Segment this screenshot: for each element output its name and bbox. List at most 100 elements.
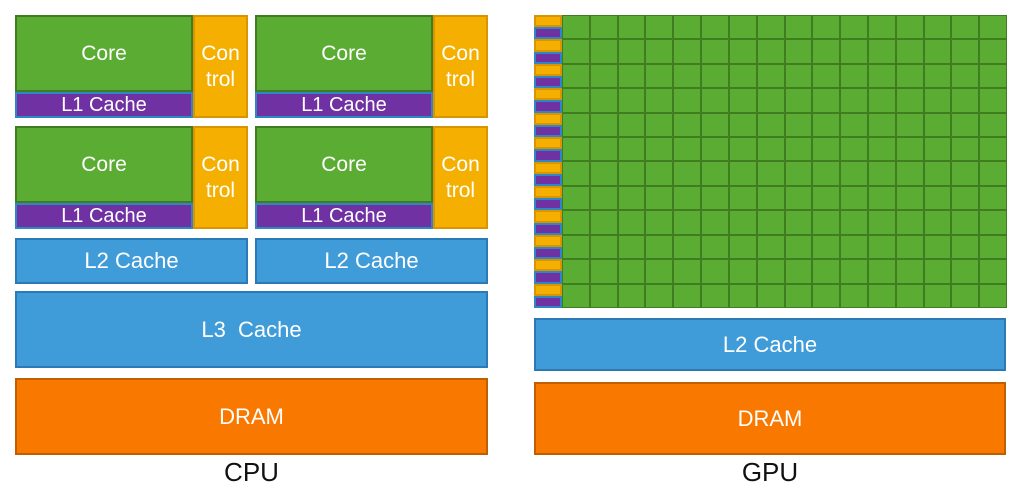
gpu-core-cell	[673, 63, 702, 89]
gpu-core-cell	[645, 88, 674, 113]
gpu-core-cell	[589, 39, 618, 64]
gpu-core-cell	[867, 39, 896, 64]
gpu-core-cell	[645, 39, 674, 64]
gpu-core-cell	[840, 210, 868, 235]
cpu-core-unit: Core Con trol L1 Cache	[255, 126, 488, 229]
gpu-control-l1-column	[534, 15, 562, 309]
gpu-core-cell	[701, 259, 729, 284]
gpu-core-cell	[728, 63, 757, 89]
gpu-core-cell	[812, 283, 841, 308]
gpu-l2-cache-block: L2 Cache	[534, 318, 1006, 371]
cpu-core-block: Core	[15, 15, 193, 92]
gpu-core-cell	[840, 63, 868, 89]
gpu-core-cell	[812, 185, 841, 211]
gpu-core-cell	[840, 234, 868, 260]
gpu-core-cell	[784, 88, 813, 113]
cpu-core-unit: Core Con trol L1 Cache	[15, 15, 248, 118]
gpu-core-cell	[951, 15, 980, 40]
gpu-l1-strip	[534, 27, 562, 40]
gpu-core-cell	[562, 234, 590, 260]
gpu-core-cell	[979, 15, 1007, 40]
cpu-control-block: Con trol	[433, 126, 488, 229]
gpu-core-cell	[728, 259, 757, 284]
gpu-l1-strip	[534, 247, 562, 260]
gpu-core-cell	[562, 112, 590, 138]
gpu-core-cell	[895, 15, 924, 40]
gpu-core-cell	[923, 234, 952, 260]
gpu-control-strip	[534, 39, 562, 52]
gpu-core-cell	[895, 185, 924, 211]
gpu-control-strip	[534, 185, 562, 199]
gpu-core-cell	[562, 137, 590, 162]
gpu-core-cell	[951, 88, 980, 113]
gpu-l1-strip	[534, 124, 562, 138]
gpu-core-cell	[562, 15, 590, 40]
gpu-core-cell	[867, 15, 896, 40]
gpu-core-cell	[895, 283, 924, 308]
gpu-core-cell	[728, 112, 757, 138]
cpu-l1-cache-block: L1 Cache	[15, 203, 193, 229]
gpu-core-cell	[562, 283, 590, 308]
gpu-control-strip	[534, 137, 562, 150]
gpu-core-cell	[756, 161, 785, 186]
gpu-core-cell	[673, 161, 702, 186]
gpu-core-cell	[951, 63, 980, 89]
gpu-core-cell	[756, 259, 785, 284]
gpu-core-cell	[867, 112, 896, 138]
gpu-control-strip	[534, 15, 562, 28]
gpu-core-cell	[617, 63, 646, 89]
gpu-strip-row	[534, 137, 562, 162]
gpu-core-cell	[645, 161, 674, 186]
gpu-core-cell	[840, 15, 868, 40]
gpu-core-cell	[589, 283, 618, 308]
gpu-core-cell	[728, 185, 757, 211]
gpu-control-strip	[534, 259, 562, 272]
gpu-core-cell	[756, 210, 785, 235]
gpu-core-cell	[784, 210, 813, 235]
gpu-core-cell	[617, 88, 646, 113]
gpu-core-cell	[923, 137, 952, 162]
gpu-core-cell	[701, 137, 729, 162]
gpu-core-cell	[784, 259, 813, 284]
gpu-core-cell	[812, 137, 841, 162]
gpu-core-cell	[673, 234, 702, 260]
gpu-core-cell	[728, 161, 757, 186]
gpu-core-cell	[701, 63, 729, 89]
gpu-core-cell	[701, 210, 729, 235]
gpu-core-cell	[701, 39, 729, 64]
gpu-strip-row	[534, 259, 562, 284]
cpu-l2-cache-block: L2 Cache	[255, 238, 488, 284]
gpu-core-cell	[979, 88, 1007, 113]
gpu-core-cell	[895, 112, 924, 138]
gpu-core-cell	[784, 112, 813, 138]
gpu-core-cell	[923, 161, 952, 186]
gpu-core-cell	[589, 259, 618, 284]
gpu-l1-strip	[534, 149, 562, 162]
gpu-core-cell	[617, 185, 646, 211]
gpu-core-cell	[617, 161, 646, 186]
cpu-l2-cache-block: L2 Cache	[15, 238, 248, 284]
gpu-core-cell	[589, 210, 618, 235]
gpu-core-cell	[645, 63, 674, 89]
gpu-core-cell	[645, 185, 674, 211]
gpu-core-cell	[951, 283, 980, 308]
gpu-core-cell	[895, 161, 924, 186]
gpu-core-cell	[784, 283, 813, 308]
gpu-core-cell	[701, 161, 729, 186]
gpu-core-cell	[589, 161, 618, 186]
gpu-core-cell	[923, 259, 952, 284]
gpu-core-cell	[979, 185, 1007, 211]
gpu-core-cell	[979, 63, 1007, 89]
gpu-core-cell	[951, 234, 980, 260]
gpu-core-cells	[562, 15, 1007, 308]
gpu-l1-strip	[534, 295, 562, 309]
gpu-core-cell	[840, 185, 868, 211]
gpu-l1-strip	[534, 173, 562, 186]
cpu-l1-cache-block: L1 Cache	[255, 92, 433, 118]
cpu-core-block: Core	[255, 15, 433, 92]
gpu-core-cell	[562, 39, 590, 64]
gpu-core-cell	[728, 137, 757, 162]
gpu-core-cell	[895, 259, 924, 284]
cpu-control-block: Con trol	[433, 15, 488, 118]
gpu-core-cell	[867, 185, 896, 211]
